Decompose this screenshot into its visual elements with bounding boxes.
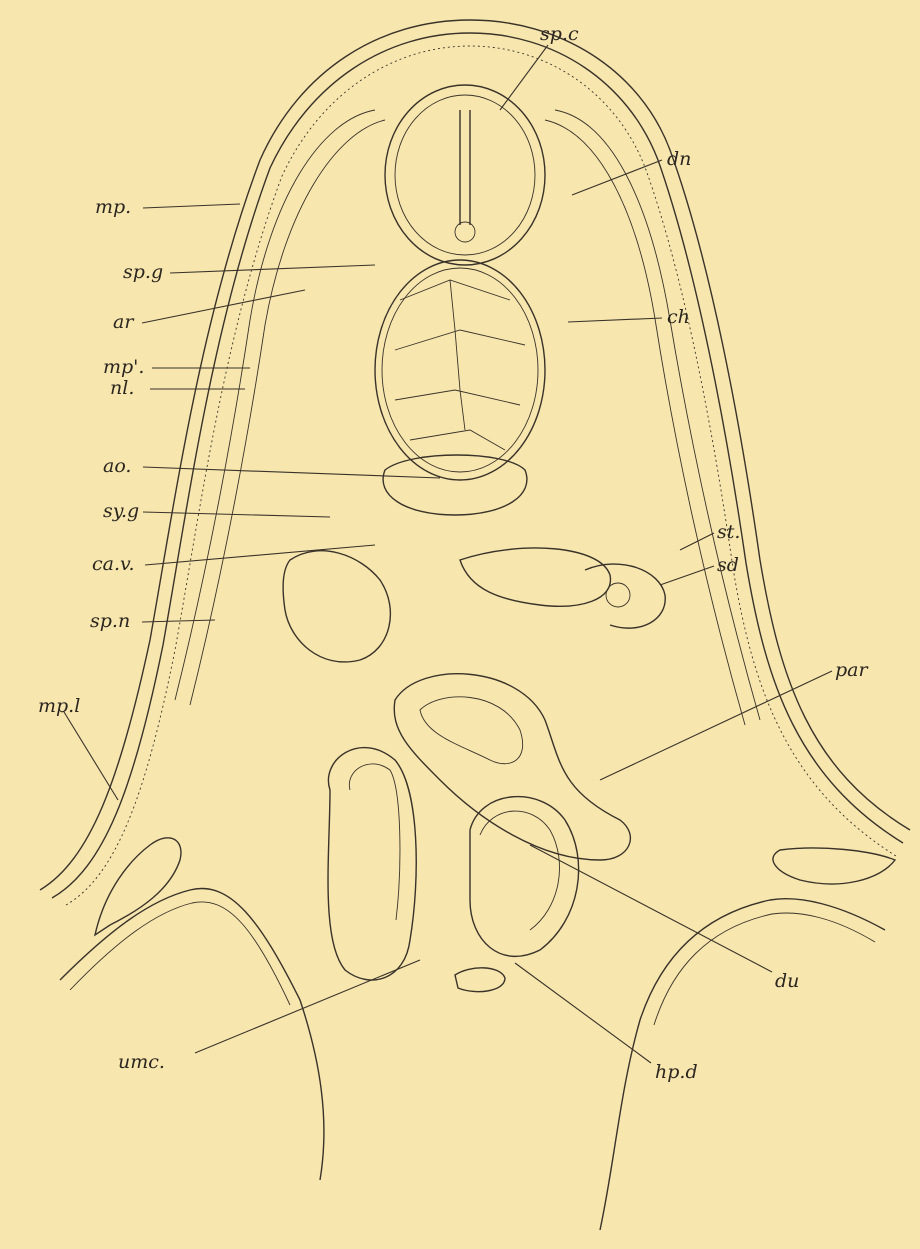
label-spg: sp.g bbox=[123, 261, 163, 283]
label-dn: dn bbox=[667, 148, 691, 170]
label-ch: ch bbox=[667, 306, 690, 328]
label-hpd: hp.d bbox=[655, 1061, 698, 1083]
label-par: par bbox=[835, 659, 869, 681]
gut-loops bbox=[283, 548, 665, 992]
lateral-folds bbox=[60, 838, 895, 1230]
body-wall bbox=[40, 20, 910, 905]
label-spc: sp.c bbox=[540, 23, 579, 45]
label-spn: sp.n bbox=[90, 610, 130, 632]
notochord bbox=[375, 260, 545, 480]
aorta bbox=[383, 455, 527, 515]
label-ao: ao. bbox=[103, 455, 131, 477]
label-cav: ca.v. bbox=[92, 553, 135, 575]
label-mpl: mp.l bbox=[38, 695, 80, 717]
label-umc: umc. bbox=[118, 1051, 165, 1073]
label-syg: sy.g bbox=[103, 500, 139, 522]
spinal-cord bbox=[385, 85, 545, 265]
label-nl: nl. bbox=[110, 377, 134, 399]
label-mp: mp. bbox=[95, 196, 131, 218]
label-ar: ar bbox=[113, 311, 135, 333]
label-st: st. bbox=[717, 521, 740, 543]
label-du: du bbox=[775, 970, 799, 992]
label-sd: sd bbox=[717, 554, 739, 576]
label-mp-prime: mp'. bbox=[103, 356, 144, 378]
